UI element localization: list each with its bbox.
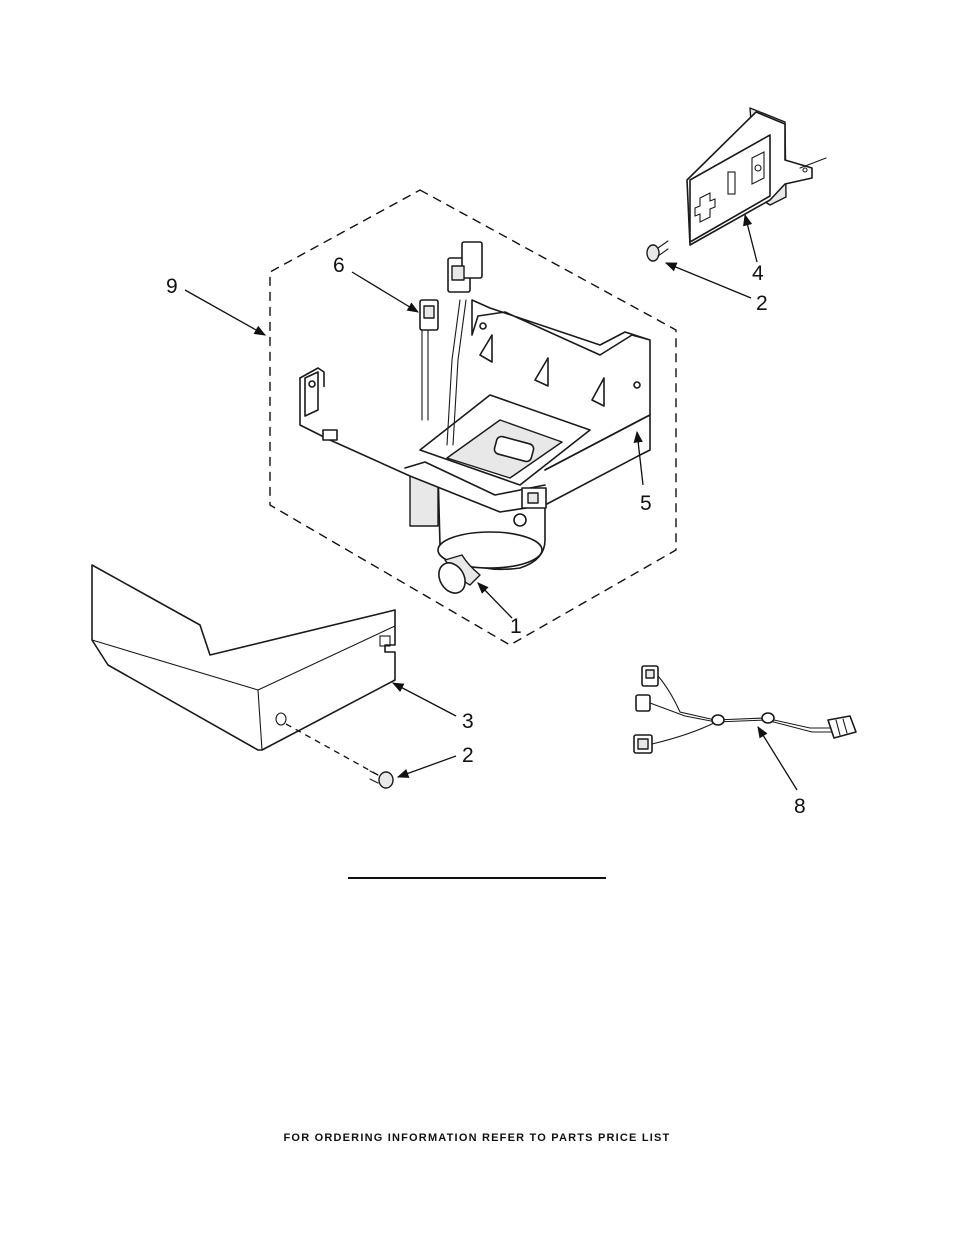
leader-6 — [351, 271, 420, 313]
footer-note: FOR ORDERING INFORMATION REFER TO PARTS … — [283, 1132, 671, 1144]
callout-3: 3 — [462, 710, 474, 733]
part-valve-assembly — [299, 299, 651, 594]
part-wire-harness — [633, 665, 857, 754]
callout-1: 1 — [510, 615, 522, 638]
callout-6: 6 — [333, 254, 345, 277]
leader-5 — [633, 430, 644, 486]
callout-5: 5 — [640, 492, 652, 515]
leader-2-bottom-dash — [285, 723, 379, 776]
leader-4 — [743, 213, 758, 263]
leader-9 — [184, 289, 267, 336]
callout-4: 4 — [752, 262, 764, 285]
part-wire-harness-valve — [419, 241, 483, 446]
leader-3 — [391, 682, 457, 717]
callout-2-bottom: 2 — [462, 744, 474, 767]
callout-9: 9 — [166, 275, 178, 298]
part-screw-top — [646, 240, 669, 262]
leader-1 — [477, 582, 513, 619]
part-cover — [91, 564, 396, 751]
leader-2-top — [664, 262, 752, 299]
part-bracket — [686, 107, 827, 246]
callout-2-top: 2 — [756, 292, 768, 315]
separator-line — [348, 877, 606, 879]
part-screw-bottom — [369, 770, 394, 789]
leader-2-bottom — [396, 755, 457, 778]
callout-8: 8 — [794, 795, 806, 818]
assembly-boundary — [269, 189, 677, 646]
leader-8 — [757, 726, 798, 791]
